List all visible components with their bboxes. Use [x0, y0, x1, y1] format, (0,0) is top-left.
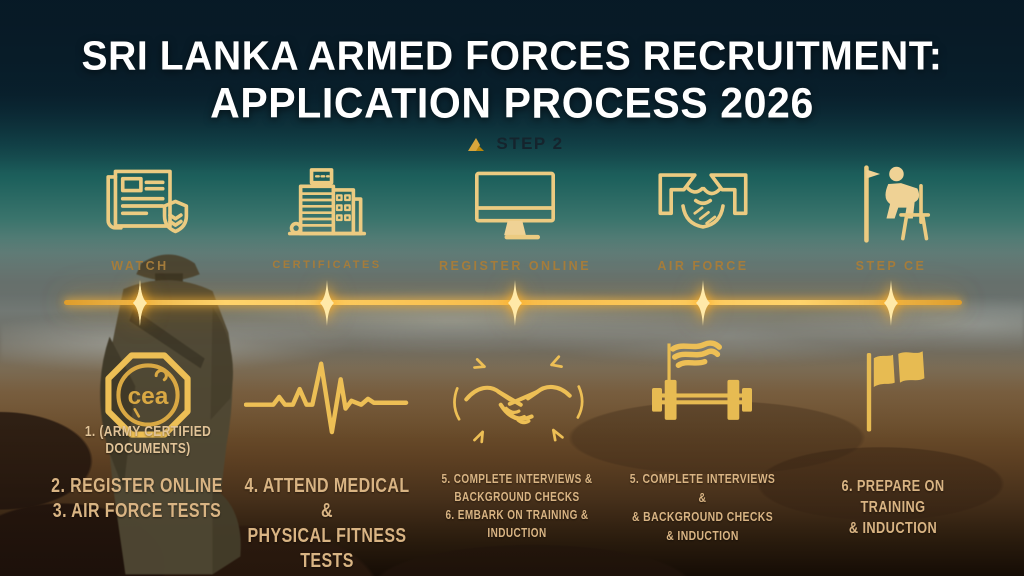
- seated-figure-flag-icon: [841, 154, 941, 252]
- step-6-text: 6. PREPARE ON TRAINING & INDUCTION: [813, 477, 973, 539]
- text-line: 5. COMPLETE INTERVIEWS &: [441, 472, 593, 486]
- steps-5-6-text: 5. COMPLETE INTERVIEWS & BACKGROUND CHEC…: [437, 470, 597, 543]
- text-line: 2. REGISTER ONLINE: [51, 475, 223, 497]
- top-step-label: WATCH: [111, 259, 169, 273]
- text-line: 6. PREPARE ON TRAINING: [841, 478, 945, 516]
- step-badge-label: STEP 2: [496, 134, 564, 153]
- top-step-label: CERTIFICATES: [272, 259, 382, 271]
- text-line: 4. ATTEND MEDICAL &: [244, 475, 410, 522]
- timeline-node-1: [133, 280, 147, 326]
- top-step-step-ce: STEP CE: [814, 154, 968, 273]
- text-line: & BACKGROUND CHECKS: [631, 508, 774, 524]
- top-step-label: STEP CE: [855, 259, 927, 273]
- handshake-sketch-icon: [453, 355, 584, 444]
- timeline-node-3: [508, 280, 522, 326]
- text-line: 6. EMBARK ON TRAINING & INDUCTION: [445, 508, 589, 541]
- step-badge-logo-icon: [468, 137, 485, 151]
- title-line-1: SRI LANKA ARMED FORCES RECRUITMENT:: [81, 34, 943, 79]
- text-line: 3. AIR FORCE TESTS: [52, 500, 222, 522]
- top-step-air-force: AIR FORCE: [626, 154, 780, 273]
- timeline-node-5: [884, 280, 898, 326]
- text-line: BACKGROUND CHECKS: [454, 490, 580, 505]
- top-step-label: AIR FORCE: [657, 259, 749, 273]
- timeline-node-4: [696, 280, 710, 326]
- top-step-watch: WATCH: [63, 154, 217, 273]
- heartbeat-pulse-icon: [244, 361, 409, 435]
- step-5-text: 5. COMPLETE INTERVIEWS & & BACKGROUND CH…: [625, 470, 781, 545]
- top-step-register-online: REGISTER ONLINE: [438, 154, 592, 273]
- step-2-badge: STEP 2: [440, 134, 590, 154]
- cea-seal-text: cea: [128, 383, 169, 410]
- handshake-arms-icon: [653, 154, 753, 252]
- text-line: 5. COMPLETE INTERVIEWS &: [629, 471, 776, 505]
- cea-seal-icon: cea: [105, 352, 191, 438]
- title-line-2: APPLICATION PROCESS 2026: [210, 78, 814, 127]
- text-line: & INDUCTION: [848, 519, 938, 537]
- text-line: PHYSICAL FITNESS TESTS: [247, 525, 407, 572]
- text-line: & INDUCTION: [666, 527, 739, 543]
- waving-flag-icon: [866, 351, 925, 432]
- building-icon: [277, 154, 377, 252]
- steps-2-3-text: 2. REGISTER ONLINE 3. AIR FORCE TESTS: [49, 474, 225, 524]
- news-document-seal-icon: [90, 154, 190, 252]
- timeline-node-2: [320, 280, 334, 326]
- step-1-caption: 1. (ARMY CERTIFIED DOCUMENTS): [52, 423, 244, 457]
- page-title: SRI LANKA ARMED FORCES RECRUITMENT: APPL…: [0, 34, 1024, 127]
- computer-monitor-icon: [465, 154, 565, 252]
- top-step-label: REGISTER ONLINE: [438, 259, 592, 273]
- step-4-text: 4. ATTEND MEDICAL & PHYSICAL FITNESS TES…: [239, 474, 415, 574]
- flag-barbell-icon: [652, 340, 752, 420]
- caption-line: 1. (ARMY CERTIFIED DOCUMENTS): [84, 423, 212, 457]
- top-step-certificates: CERTIFICATES: [250, 154, 404, 271]
